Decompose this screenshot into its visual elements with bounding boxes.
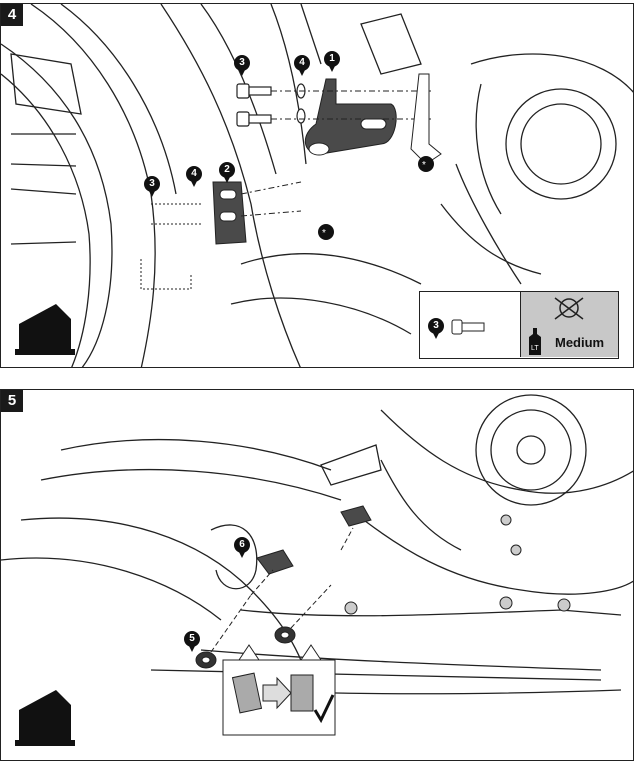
checkmark-icon — [313, 694, 335, 724]
clip-part-6 — [256, 549, 294, 575]
no-grease-icon — [554, 297, 584, 320]
motorcycle-frame-lines — [1, 394, 633, 695]
step-5-panel: 5 6 5 — [0, 389, 634, 761]
assembly-guide-lines — [210, 527, 354, 653]
callout-bracket: 1 — [324, 51, 340, 72]
callout-clip: 6 — [234, 537, 250, 558]
step-number: 5 — [1, 390, 23, 412]
asterisk-markers — [318, 156, 434, 240]
assembly-guide-lines — [140, 90, 431, 290]
threadlock-strength-label: Medium — [555, 335, 605, 350]
svg-text:*: * — [422, 160, 426, 171]
grommet-parts-5 — [195, 626, 296, 669]
callout-bolt: 3 — [428, 318, 444, 339]
bolts-upper — [236, 83, 306, 127]
callout-bracket: 2 — [219, 162, 235, 183]
threadlocker-bottle-icon: LT — [529, 328, 541, 355]
grommet-detail-inset — [222, 644, 336, 736]
motorcycle-stand-icon — [15, 304, 75, 355]
bracket-part-1 — [304, 78, 397, 155]
callout-bolt: 3 — [234, 55, 250, 76]
step-4-illustration: ** — [1, 4, 633, 367]
motorcycle-frame-lines — [1, 4, 633, 367]
step-4-panel: ** 4 3 4 1 3 4 2 3 — [0, 3, 634, 368]
callout-grommet: 5 — [184, 631, 200, 652]
callout-washer: 4 — [186, 166, 202, 187]
callout-bolt: 3 — [144, 176, 160, 197]
bolt-icon — [451, 319, 485, 335]
step-5-illustration — [1, 394, 633, 746]
callout-washer: 4 — [294, 55, 310, 76]
loctite-label: LT — [531, 345, 539, 352]
engine-nuts — [344, 514, 571, 615]
svg-text:*: * — [322, 228, 326, 239]
step-number: 4 — [1, 4, 23, 26]
threadlock-info-box: 3 LT Medium — [419, 291, 619, 359]
motorcycle-stand-icon — [15, 690, 75, 746]
clip-part-6-second — [340, 505, 372, 527]
